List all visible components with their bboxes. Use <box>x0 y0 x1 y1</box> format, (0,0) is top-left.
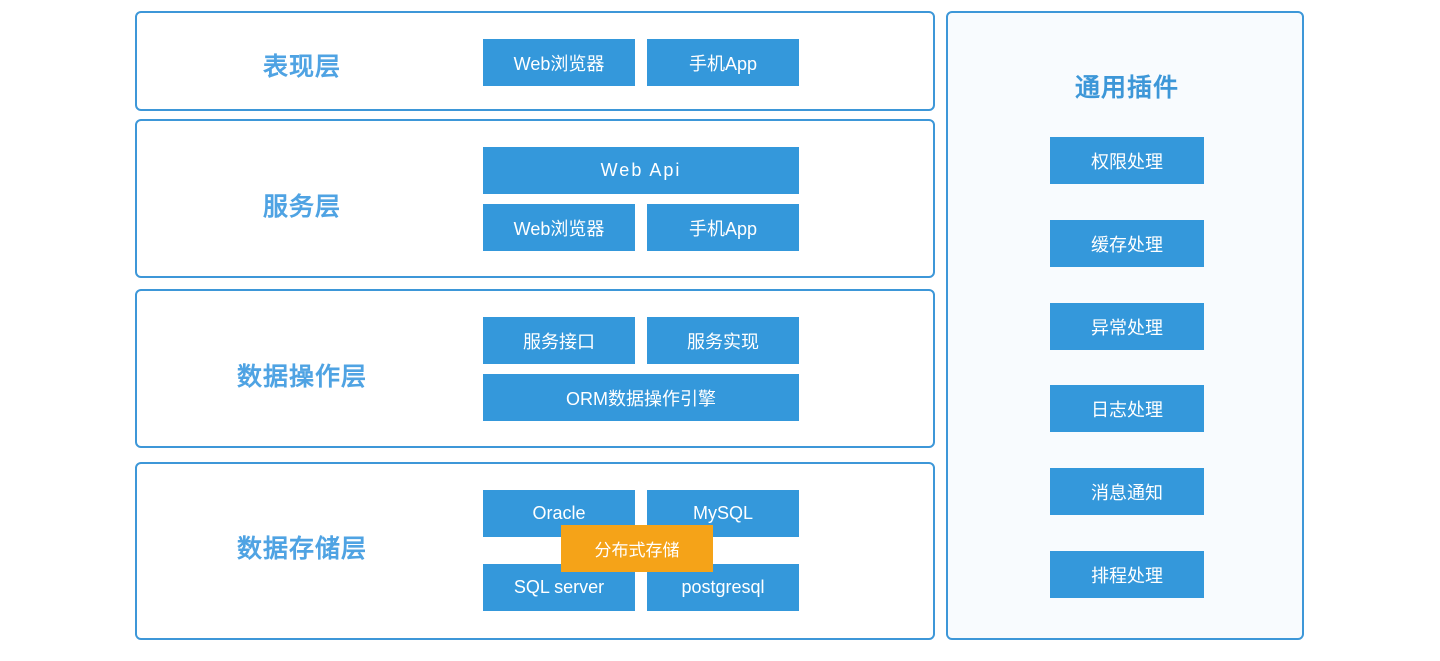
plugin-item-log[interactable]: 日志处理 <box>1050 385 1204 432</box>
layer-data-operation-title: 数据操作层 <box>236 363 368 391</box>
node-orm-engine[interactable]: ORM数据操作引擎 <box>483 374 799 421</box>
layer-data-storage: 数据存储层 Oracle MySQL SQL server postgresql… <box>135 462 935 640</box>
node-service-mobile-app[interactable]: 手机App <box>647 204 799 251</box>
plugin-item-permission[interactable]: 权限处理 <box>1050 137 1204 184</box>
layer-presentation: 表现层 Web浏览器 手机App <box>135 11 935 111</box>
node-distributed-storage[interactable]: 分布式存储 <box>561 525 713 572</box>
layer-service-title: 服务层 <box>262 193 342 221</box>
plugin-panel: 通用插件 权限处理 缓存处理 异常处理 日志处理 消息通知 排程处理 <box>946 11 1304 640</box>
node-service-interface[interactable]: 服务接口 <box>483 317 635 364</box>
node-service-implementation[interactable]: 服务实现 <box>647 317 799 364</box>
node-oracle[interactable]: Oracle <box>483 490 635 537</box>
node-postgresql[interactable]: postgresql <box>647 564 799 611</box>
layer-service: 服务层 Web Api Web浏览器 手机App <box>135 119 935 278</box>
node-service-web-browser[interactable]: Web浏览器 <box>483 204 635 251</box>
plugin-item-exception[interactable]: 异常处理 <box>1050 303 1204 350</box>
node-presentation-web-browser[interactable]: Web浏览器 <box>483 39 635 86</box>
node-service-web-api[interactable]: Web Api <box>483 147 799 194</box>
node-presentation-mobile-app[interactable]: 手机App <box>647 39 799 86</box>
plugin-item-message-notify[interactable]: 消息通知 <box>1050 468 1204 515</box>
layer-data-operation: 数据操作层 服务接口 服务实现 ORM数据操作引擎 <box>135 289 935 448</box>
layer-data-storage-title: 数据存储层 <box>236 535 368 563</box>
plugin-item-cache[interactable]: 缓存处理 <box>1050 220 1204 267</box>
plugin-item-schedule[interactable]: 排程处理 <box>1050 551 1204 598</box>
layer-presentation-title: 表现层 <box>262 53 342 81</box>
node-sql-server[interactable]: SQL server <box>483 564 635 611</box>
plugin-panel-title: 通用插件 <box>1074 74 1180 102</box>
